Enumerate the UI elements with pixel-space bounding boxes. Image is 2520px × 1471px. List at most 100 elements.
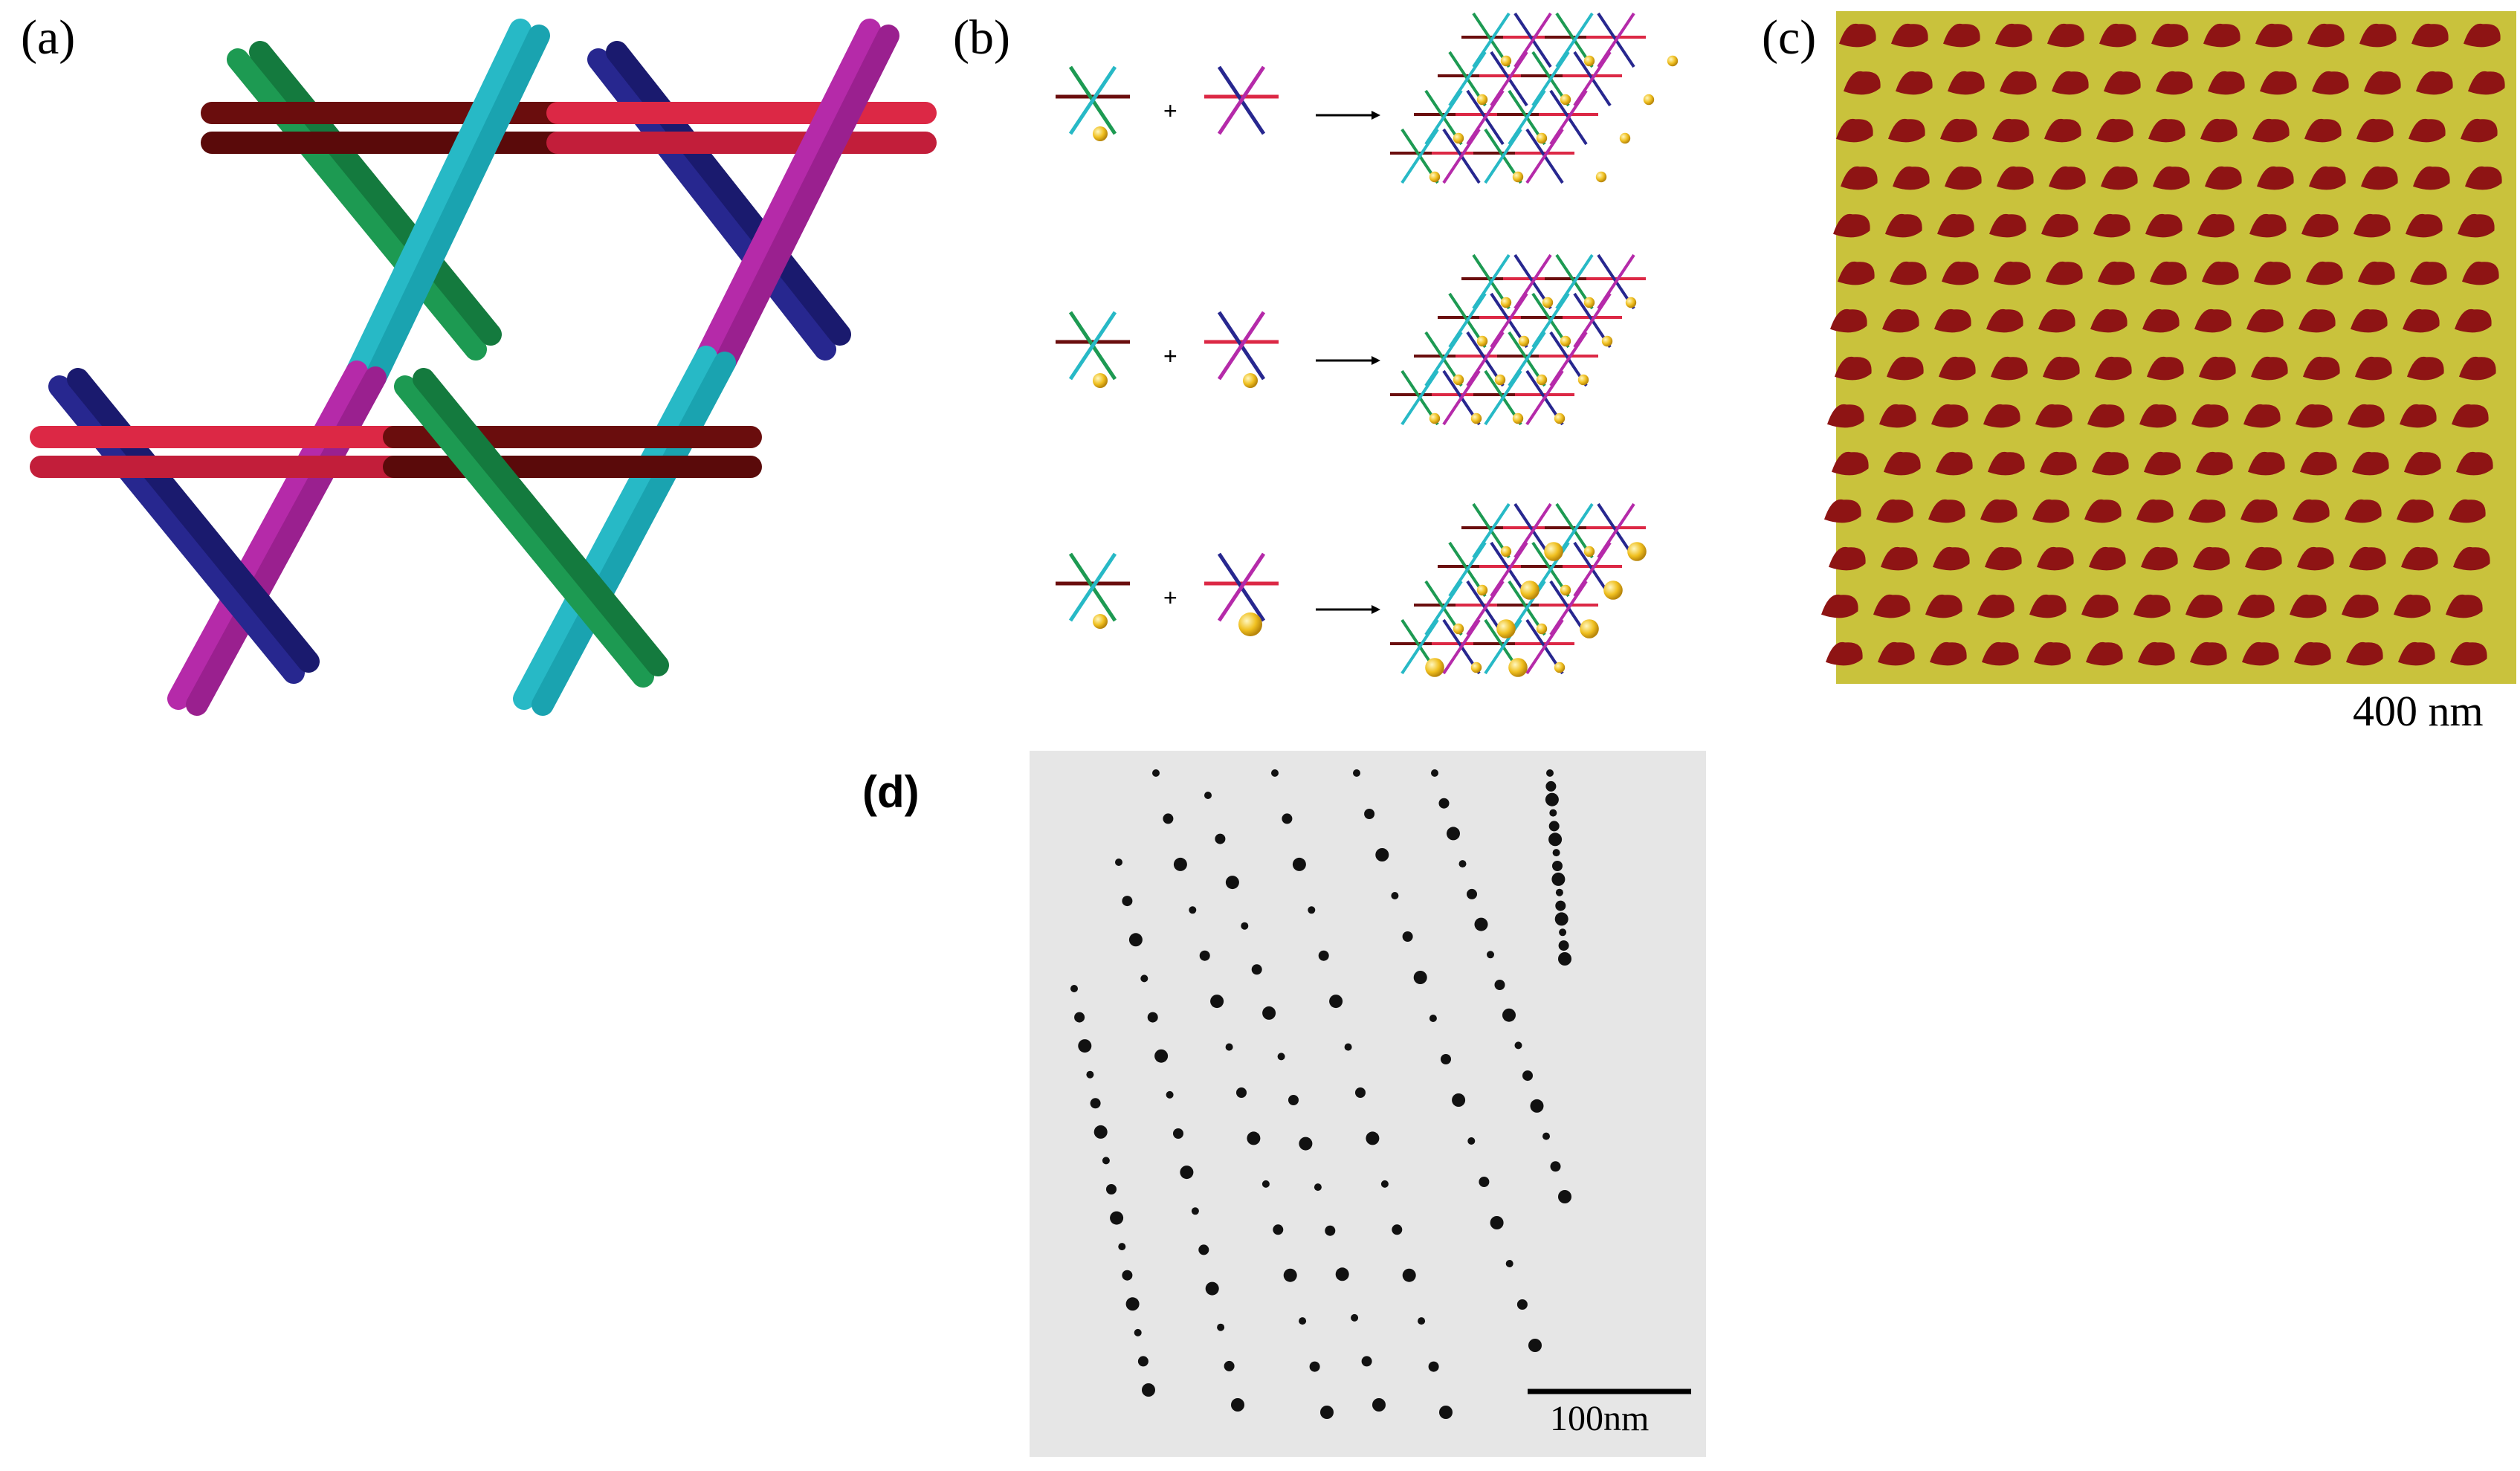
afm-spot: [2153, 166, 2190, 190]
nanoparticle-dot: [1392, 1224, 1403, 1235]
nanoparticle-dot: [1439, 1406, 1453, 1419]
afm-spot: [1986, 308, 2023, 333]
afm-spot: [2298, 308, 2336, 333]
nanoparticle-dot: [1271, 769, 1279, 777]
afm-spot: [2098, 261, 2135, 285]
afm-spot: [1928, 499, 1965, 523]
afm-spot: [1988, 451, 2025, 476]
afm-spot: [2458, 213, 2495, 238]
plus-sign: +: [1163, 97, 1177, 124]
afm-spot: [1989, 213, 2026, 238]
nanoparticle-dot: [1452, 1093, 1466, 1107]
nanoparticle-dot: [1438, 798, 1450, 809]
afm-spot: [1939, 356, 1976, 381]
nanoparticle-dot: [1070, 985, 1078, 992]
afm-spot: [2446, 594, 2483, 618]
afm-spot: [2191, 404, 2229, 428]
cyan-helix: [364, 25, 550, 389]
nanoparticle-dot: [1142, 1383, 1155, 1397]
nanoparticle-dot: [1551, 872, 1566, 886]
nanoparticle-dot: [1558, 940, 1569, 951]
afm-spot: [2252, 118, 2290, 143]
nanoparticle-dot: [1231, 1398, 1244, 1412]
nanoparticle-dot: [1487, 951, 1494, 959]
afm-spot: [1997, 166, 2034, 190]
afm-spot: [2194, 308, 2232, 333]
nanoparticle-dot: [1554, 912, 1568, 926]
afm-spot: [2394, 594, 2431, 618]
nanoparticle-dot: [1122, 896, 1133, 907]
nanoparticle-dot: [1545, 780, 1557, 792]
nanoparticle-dot: [1558, 1190, 1571, 1203]
afm-spot: [2197, 213, 2235, 238]
nanoparticle-dot: [1173, 857, 1187, 871]
afm-spot: [2156, 71, 2193, 95]
afm-spot: [1925, 594, 1962, 618]
afm-spot: [2355, 356, 2392, 381]
afm-spot: [2032, 499, 2070, 523]
afm-spot: [1884, 451, 1921, 476]
afm-spot: [2348, 404, 2385, 428]
afm-spot: [1829, 546, 1866, 571]
afm-spot: [1943, 23, 1980, 48]
afm-spot: [2052, 71, 2089, 95]
afm-spot: [2047, 23, 2084, 48]
afm-spot: [1844, 71, 1881, 95]
nanoparticle-dot: [1402, 1268, 1416, 1282]
nanoparticle-dot: [1199, 950, 1210, 961]
afm-spot: [1826, 641, 1863, 666]
nanoparticle-dot: [1128, 933, 1143, 947]
schematic-row-3: [1056, 504, 1647, 677]
afm-spot: [1931, 404, 1968, 428]
nanoparticle-dot: [1502, 1008, 1516, 1022]
nanoparticle-dot: [1210, 995, 1224, 1009]
afm-spot: [1945, 166, 1982, 190]
nanoparticle-dot: [1418, 1317, 1426, 1325]
nanoparticle-dot: [1467, 1137, 1476, 1145]
nanoparticle-dot: [1224, 1360, 1235, 1371]
afm-spot: [2150, 261, 2187, 285]
afm-spot: [2290, 594, 2327, 618]
nanoparticle-dot: [1474, 917, 1488, 931]
afm-spot: [2096, 118, 2133, 143]
nanoparticle-dot: [1355, 1087, 1366, 1098]
afm-spot: [2185, 594, 2223, 618]
panel-c-label: (c): [1762, 10, 1817, 65]
nanoparticle-dot: [1309, 1361, 1320, 1372]
nanoparticle-dot: [1353, 769, 1360, 777]
magenta-helix: [714, 25, 899, 374]
afm-spot: [2398, 641, 2435, 666]
nanoparticle-dot: [1198, 1244, 1209, 1255]
afm-spot: [2101, 166, 2138, 190]
cyan-helix: [346, 19, 532, 383]
afm-spot: [2035, 404, 2072, 428]
nanoparticle-dot: [1380, 1180, 1389, 1188]
afm-spot: [2303, 356, 2340, 381]
afm-spot: [1827, 404, 1864, 428]
afm-spot: [2408, 118, 2446, 143]
nanoparticle-dot: [1277, 1053, 1285, 1061]
nanoparticle-dot: [1375, 848, 1389, 861]
afm-spot: [2404, 451, 2441, 476]
nanoparticle-dot: [1140, 974, 1148, 983]
afm-spot: [2254, 261, 2291, 285]
nanoparticle-dot: [1528, 1339, 1542, 1352]
afm-spot: [2349, 546, 2386, 571]
afm-spot: [2141, 546, 2178, 571]
nanoparticle-dot: [1261, 1180, 1270, 1188]
nanoparticle-dot: [1137, 1356, 1148, 1367]
nanoparticle-dot: [1555, 900, 1566, 911]
nanoparticle-dot: [1205, 1281, 1219, 1296]
plus-sign: +: [1163, 343, 1177, 369]
afm-spot: [1888, 118, 1925, 143]
afm-spot: [2352, 451, 2389, 476]
nanoparticle-dot: [1372, 1398, 1386, 1412]
afm-spot: [2203, 23, 2240, 48]
nanoparticle-dot: [1093, 1125, 1108, 1139]
afm-spot: [2297, 546, 2334, 571]
nanoparticle-dot: [1251, 964, 1262, 975]
nanoparticle-dot: [1147, 1012, 1158, 1023]
afm-spot: [2044, 118, 2081, 143]
afm-spot: [2000, 71, 2037, 95]
nanoparticle-dot: [1241, 922, 1249, 930]
